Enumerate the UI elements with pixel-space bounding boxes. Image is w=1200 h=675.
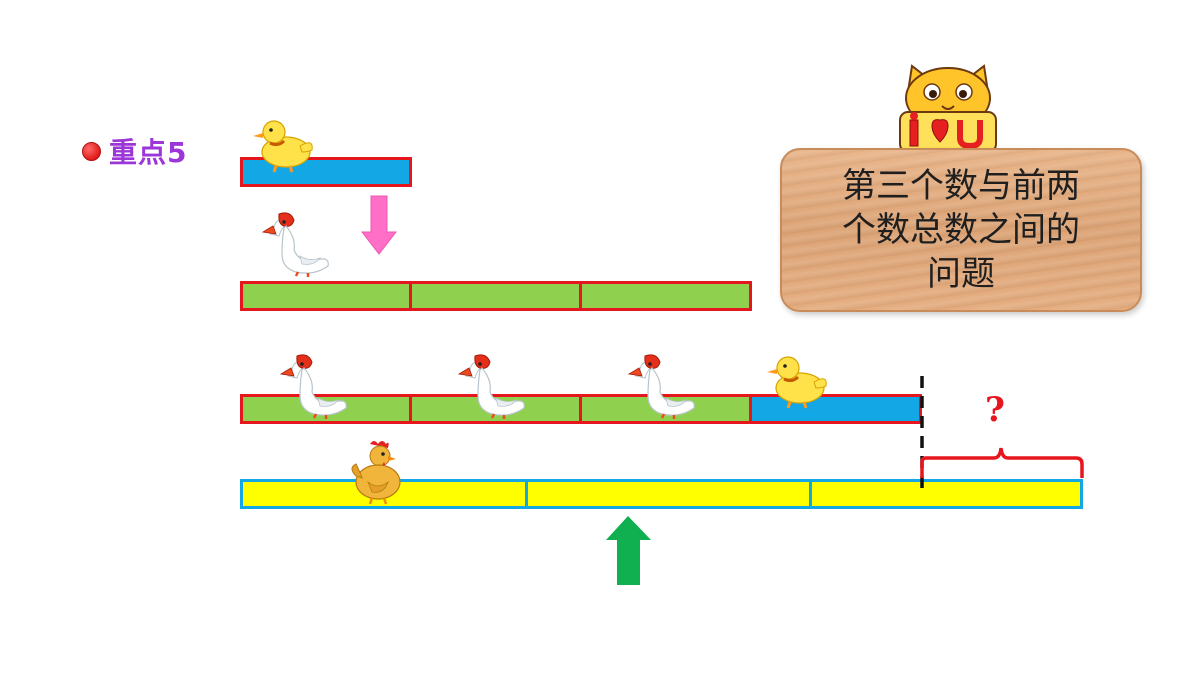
sign-line-3: 问题 (927, 254, 995, 294)
duck-icon (251, 119, 314, 174)
goose-bar-3 (579, 281, 752, 311)
green-up-arrow-icon (606, 516, 651, 585)
sign-line-1: 第三个数与前两 (842, 166, 1080, 206)
hen-icon (350, 439, 402, 506)
pink-down-arrow-icon (360, 195, 398, 255)
red-dot-icon (82, 141, 101, 161)
topic-sign: 第三个数与前两 个数总数之间的 问题 (780, 60, 1142, 312)
sign-line-2: 个数总数之间的 (842, 210, 1080, 250)
goose-icon (457, 353, 526, 421)
question-mark: ? (985, 390, 1005, 430)
goose-icon (627, 353, 696, 421)
hen-bar-2 (525, 479, 812, 509)
duck-icon (765, 355, 828, 410)
hen-bar-3 (809, 479, 1083, 509)
goose-icon (261, 211, 330, 279)
combined-duck-bar (749, 394, 922, 424)
goose-icon (279, 353, 348, 421)
key-point-badge: 重点5 (82, 131, 187, 171)
wooden-board: 第三个数与前两 个数总数之间的 问题 (780, 148, 1142, 312)
difference-brace (920, 447, 1084, 478)
cat-logo-icon (899, 64, 997, 153)
key-point-label: 重点5 (109, 136, 188, 169)
